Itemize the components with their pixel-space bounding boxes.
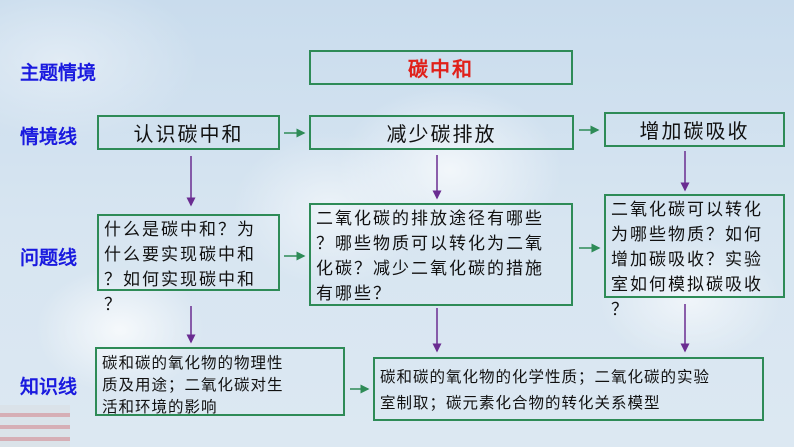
row-label-situation: 情境线 [20,126,78,148]
theme-box: 碳中和 [309,50,573,85]
text-line: 质及用途；二氧化碳对生 [102,376,284,394]
row-label-theme: 主题情境 [20,62,97,84]
text-line: ？如何实现碳中和 [104,270,256,290]
text-line: 活和环境的影响 [102,398,218,416]
question-box-2: 二氧化碳的排放途径有哪些 ？哪些物质可以转化为二氧 化碳？减少二氧化碳的措施 有… [309,203,573,306]
text-line: ？ [611,300,630,320]
situation-box-3: 增加碳吸收 [604,112,785,147]
text-line: 有哪些？ [316,284,392,304]
text-line: 化碳？减少二氧化碳的措施 [316,259,544,279]
text-line: 碳和碳的氧化物的化学性质；二氧化碳的实验 [380,368,711,386]
text-line: 什么是碳中和？为 [104,220,256,240]
text-line: 室制取；碳元素化合物的转化关系模型 [380,394,661,412]
knowledge-box-2: 碳和碳的氧化物的化学性质；二氧化碳的实验 室制取；碳元素化合物的转化关系模型 [373,357,764,421]
text-line: 二氧化碳可以转化 [611,200,763,220]
text-line: 增加碳吸收？实验 [611,250,763,270]
knowledge-box-1: 碳和碳的氧化物的物理性 质及用途；二氧化碳对生 活和环境的影响 [95,347,345,416]
row-label-knowledge: 知识线 [20,376,78,398]
question-box-1: 什么是碳中和？为 什么要实现碳中和 ？如何实现碳中和 ？ [97,214,280,315]
situation-box-1: 认识碳中和 [97,115,280,150]
text-line: ？ [104,295,123,315]
text-line: 二氧化碳的排放途径有哪些 [316,209,544,229]
text-line: 碳和碳的氧化物的物理性 [102,354,284,372]
chimney-background [0,405,70,447]
row-label-question: 问题线 [20,247,78,269]
text-line: ？哪些物质可以转化为二氧 [316,234,544,254]
text-line: 为哪些物质？如何 [611,225,763,245]
situation-box-2: 减少碳排放 [309,115,574,150]
question-box-3: 二氧化碳可以转化 为哪些物质？如何 增加碳吸收？实验 室如何模拟碳吸收 ？ [604,194,785,320]
text-line: 什么要实现碳中和 [104,245,256,265]
text-line: 室如何模拟碳吸收 [611,275,763,295]
